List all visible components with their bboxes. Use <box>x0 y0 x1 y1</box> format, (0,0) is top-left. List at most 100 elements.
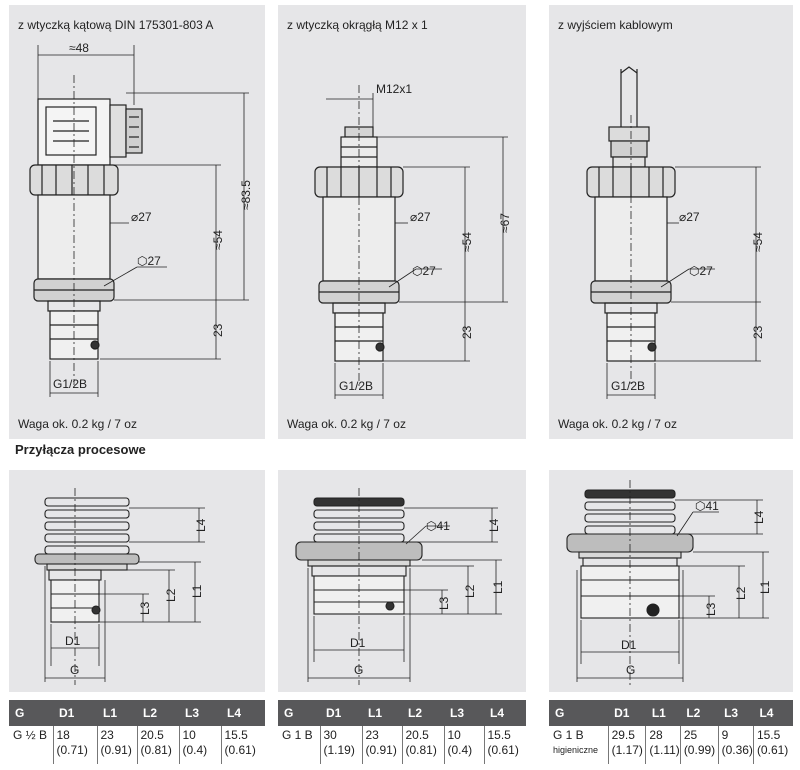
panel-connection-g1b: ⬡41 L4 L1 L2 L3 D1 G <box>278 470 526 692</box>
dim-body: ≈54 <box>751 232 765 252</box>
cell-g: G 1 B <box>278 726 320 764</box>
label-l4: L4 <box>752 510 766 524</box>
label-l3: L3 <box>138 601 152 615</box>
value-mm: 28 <box>649 728 663 742</box>
value-mm: 23 <box>365 728 379 742</box>
value-inch: (0.71) <box>56 743 88 757</box>
dim-height: ≈83.5 <box>239 180 253 210</box>
cell-g-sub: higieniczne <box>553 745 599 755</box>
cell-l1: 28(1.11) <box>645 726 681 764</box>
cell-d1: 29.5(1.17) <box>607 726 646 764</box>
panel-title: z wtyczką okrągłą M12 x 1 <box>287 18 428 32</box>
value-mm: 15.5 <box>756 728 781 742</box>
table-header: L1 <box>362 700 402 726</box>
value-inch: (0.61) <box>487 743 519 757</box>
dim-thread-len: 23 <box>460 325 474 339</box>
label-l3: L3 <box>437 596 451 610</box>
cell-d1: 30(1.19) <box>319 726 362 764</box>
value-inch: (0.4) <box>182 743 208 757</box>
label-d1: D1 <box>350 636 366 650</box>
panel-title: z wyjściem kablowym <box>558 18 673 32</box>
label-l1: L1 <box>758 580 772 594</box>
panel-title: z wtyczką kątową DIN 175301-803 A <box>18 18 214 32</box>
cell-l2: 20.5(0.81) <box>136 726 179 764</box>
panel-m12-connector: z wtyczką okrągłą M12 x 1 <box>278 5 526 439</box>
section-heading: Przyłącza procesowe <box>15 442 146 457</box>
panel-weight: Waga ok. 0.2 kg / 7 oz <box>558 417 677 431</box>
panel-weight: Waga ok. 0.2 kg / 7 oz <box>18 417 137 431</box>
label-l3: L3 <box>704 602 718 616</box>
connection-g1b-drawing: ⬡41 L4 L1 L2 L3 D1 G <box>295 488 505 685</box>
value-inch: (0.36) <box>721 743 753 757</box>
label-g: G <box>70 663 79 677</box>
table-header: L2 <box>137 700 179 726</box>
value-inch: (0.61) <box>756 743 789 757</box>
spec-table-g1b: G D1 L1 L2 L3 L4 G 1 B 30(1.19) 23(0.91)… <box>278 700 526 764</box>
cell-l3: 10(0.4) <box>178 726 221 764</box>
label-l2: L2 <box>463 584 477 598</box>
dim-diameter: ⌀27 <box>131 210 152 224</box>
label-l4: L4 <box>194 518 208 532</box>
label-hex: ⬡41 <box>695 499 719 513</box>
cell-l2: 20.5(0.81) <box>401 726 444 764</box>
dim-hex: ⬡27 <box>689 264 713 278</box>
cell-d1: 18(0.71) <box>52 726 97 764</box>
dim-thread: G1/2B <box>611 379 645 393</box>
label-hex: ⬡41 <box>426 519 450 533</box>
value-inch: (0.91) <box>100 743 132 757</box>
table-header: L4 <box>484 700 526 726</box>
table-header: G <box>278 700 320 726</box>
value-mm: 15.5 <box>487 728 511 742</box>
value-inch: (0.4) <box>447 743 473 757</box>
table-header: L2 <box>680 700 719 726</box>
value-inch: (0.91) <box>365 743 397 757</box>
label-l2: L2 <box>734 586 748 600</box>
label-d1: D1 <box>621 638 637 652</box>
table-header-row: G D1 L1 L2 L3 L4 <box>9 700 265 726</box>
value-mm: 10 <box>447 728 461 742</box>
dim-hex: ⬡27 <box>412 264 436 278</box>
dim-width: ≈48 <box>69 41 89 55</box>
table-header: G <box>549 700 609 726</box>
value-mm: 10 <box>182 728 196 742</box>
table-row: G ½ B 18(0.71) 23(0.91) 20.5(0.81) 10(0.… <box>9 726 265 764</box>
connection-g1b-hygienic-drawing: ⬡41 L4 L1 L2 L3 D1 G <box>566 480 772 685</box>
label-l4: L4 <box>487 518 501 532</box>
value-inch: (0.81) <box>405 743 437 757</box>
label-d1: D1 <box>65 634 81 648</box>
value-mm: 20.5 <box>405 728 429 742</box>
dim-diameter: ⌀27 <box>679 210 700 224</box>
table-header: G <box>9 700 53 726</box>
cell-l2: 25(0.99) <box>679 726 719 764</box>
label-g: G <box>626 663 635 677</box>
table-header: L1 <box>97 700 137 726</box>
value-mm: 29.5 <box>611 728 635 742</box>
cell-l1: 23(0.91) <box>96 726 137 764</box>
table-header: D1 <box>608 700 646 726</box>
dim-thread-len: 23 <box>751 325 765 339</box>
spec-table-g12b: G D1 L1 L2 L3 L4 G ½ B 18(0.71) 23(0.91)… <box>9 700 265 764</box>
value-inch: (0.61) <box>224 743 256 757</box>
table-header: L3 <box>718 700 754 726</box>
panel-weight: Waga ok. 0.2 kg / 7 oz <box>287 417 406 431</box>
value-mm: 9 <box>721 728 729 742</box>
m12-connector-drawing: M12x1 ≈67 ≈54 ⌀27 ⬡27 23 G1/2B <box>314 82 512 399</box>
cell-l4: 15.5(0.61) <box>220 726 265 764</box>
dim-height: ≈67 <box>498 213 512 233</box>
dim-body: ≈54 <box>211 230 225 250</box>
value-mm: 23 <box>100 728 114 742</box>
panel-connection-g12b: L4 L1 L2 L3 D1 G <box>9 470 265 692</box>
dim-connector: M12x1 <box>376 82 412 96</box>
value-inch: (1.19) <box>323 743 355 757</box>
label-g: G <box>354 663 363 677</box>
table-header-row: G D1 L1 L2 L3 L4 <box>549 700 793 726</box>
panel-connection-g1b-hygienic: ⬡41 L4 L1 L2 L3 D1 G <box>549 470 793 692</box>
value-mm: 15.5 <box>224 728 248 742</box>
value-mm: 20.5 <box>140 728 164 742</box>
value-mm: 18 <box>56 728 70 742</box>
cell-g-value: G 1 B <box>282 728 313 742</box>
value-inch: (0.81) <box>140 743 172 757</box>
angle-connector-drawing: ≈48 ≈83.5 ≈54 ⌀27 ⬡27 23 G1/2B <box>29 41 253 397</box>
